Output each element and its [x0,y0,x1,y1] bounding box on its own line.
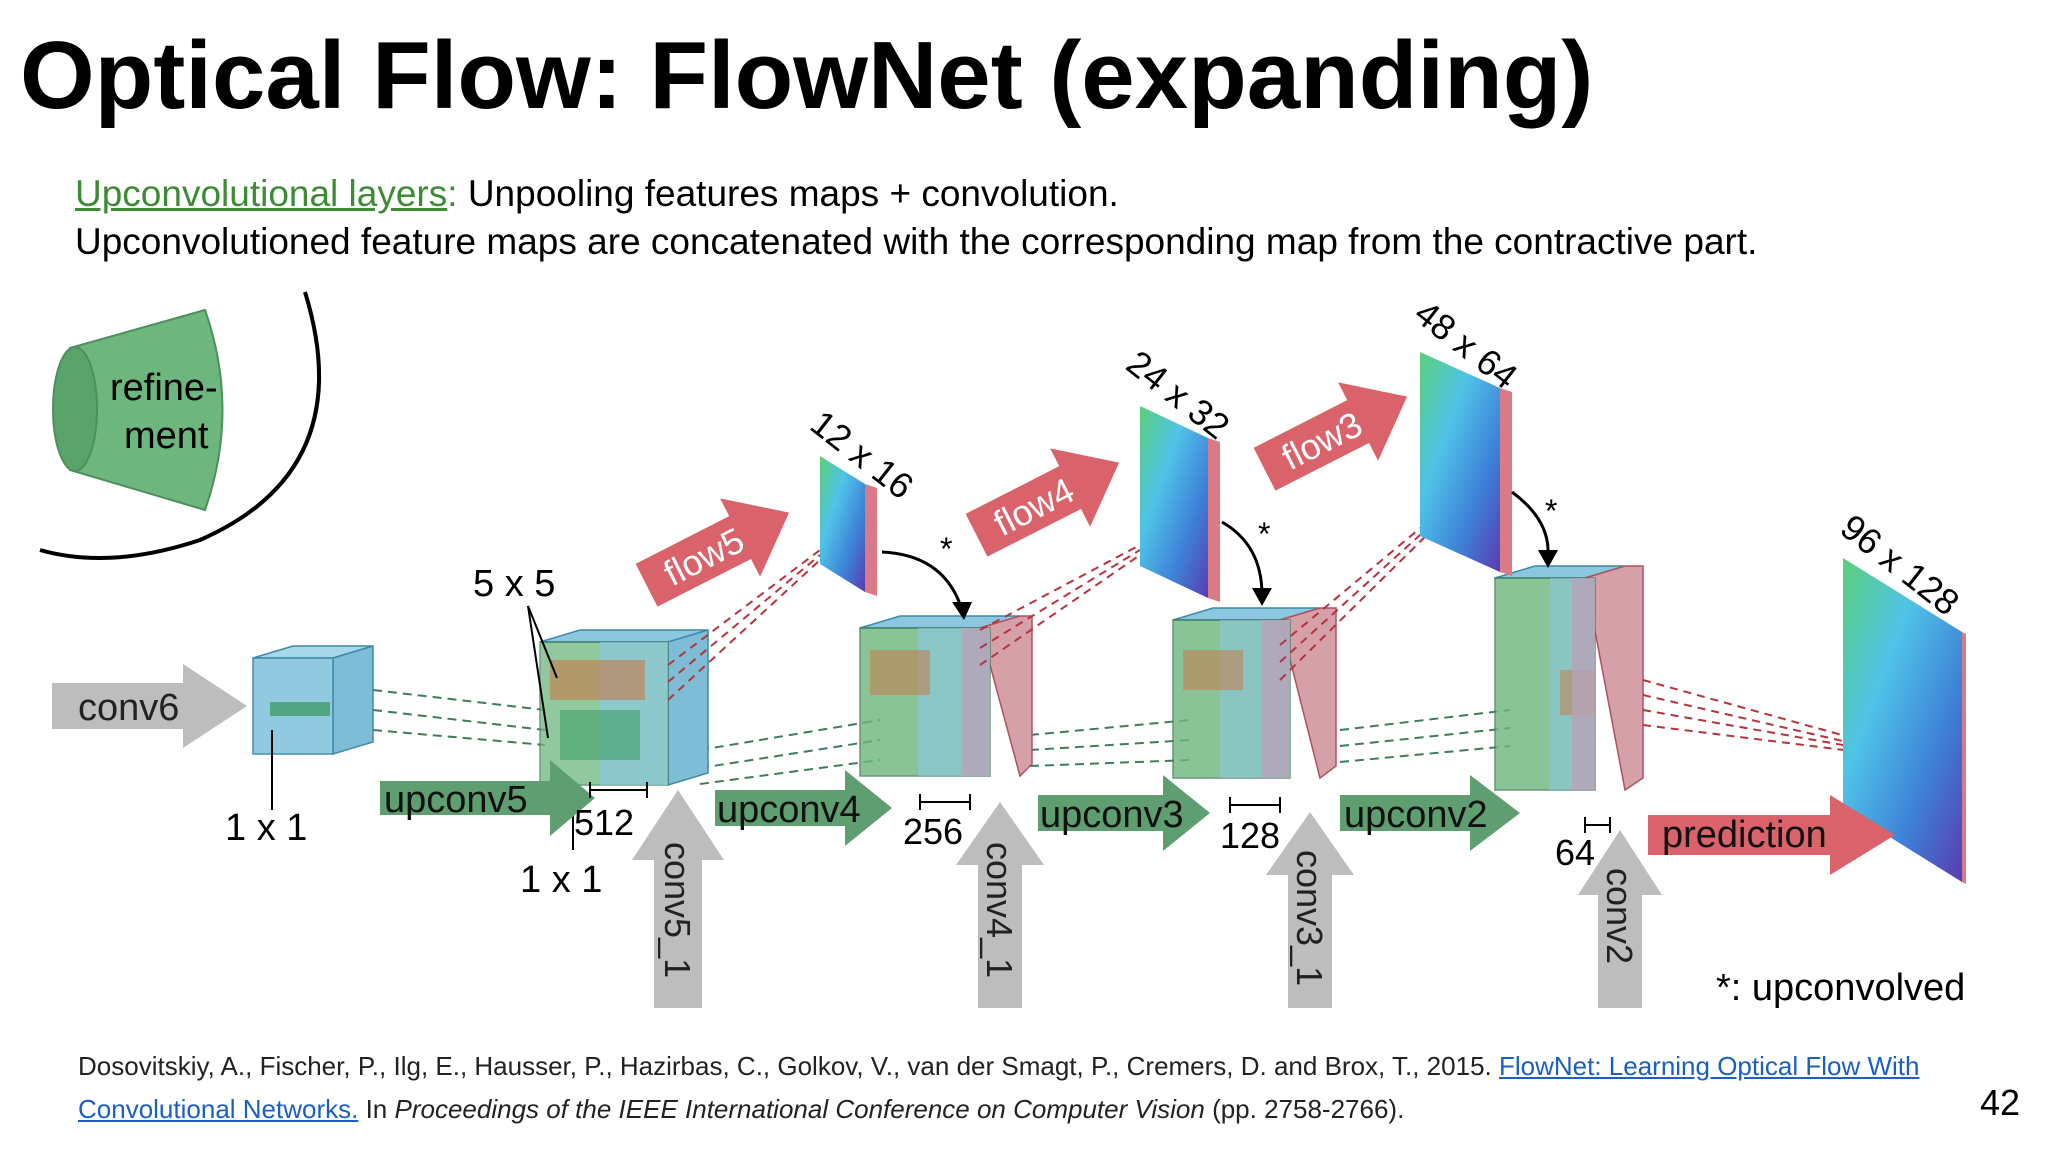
prediction-map [1843,558,1966,884]
reference-in: In [358,1094,395,1124]
conv6-arrow: conv6 [52,664,247,748]
conv3_1-label: conv3_1 [1289,850,1330,986]
conv2-skip-arrow: conv2 [1578,830,1662,1008]
prediction-arrow: prediction [1648,795,1895,875]
description: Upconvolutional layers: Unpooling featur… [75,170,1757,266]
flownet-diagram: refine- ment conv6 1 x 1 [39,291,1967,1009]
channel-label-512: 512 [574,802,634,843]
conv6-label: conv6 [78,687,179,729]
upconv4-label: upconv4 [717,789,861,831]
block-upconv4 [859,615,1033,778]
description-line-1-text: Unpooling features maps + convolution. [457,173,1119,214]
prediction-label: prediction [1662,814,1827,856]
upconvolved-legend: *: upconvolved [1716,967,1965,1009]
upconv3-label: upconv3 [1040,794,1184,836]
reference-authors: Dosovitskiy, A., Fischer, P., Ilg, E., H… [78,1051,1499,1081]
paper-link[interactable]: FlowNet: Learning Optical Flow With Conv… [78,1051,1920,1124]
upconv-marker-3: * [1545,493,1557,529]
flow4-map [1140,406,1220,602]
upconv-marker-2: * [1258,516,1270,552]
block-upconv3 [1172,607,1337,780]
red-dashed-connectors [667,509,1861,753]
flow3-map [1420,352,1512,576]
channel-label-64: 64 [1555,832,1595,873]
reference-venue: Proceedings of the IEEE International Co… [394,1094,1205,1124]
refinement-label-1: refine- [110,367,218,409]
curved-arrow-heads [952,550,1558,620]
block-upconv5 [539,628,709,787]
description-line-1: Upconvolutional layers: Unpooling featur… [75,170,1757,218]
kernel-1x1-label-a: 1 x 1 [225,807,307,849]
page-number: 42 [1979,1082,2020,1123]
conv3_1-skip-arrow: conv3_1 [1266,812,1354,1008]
channel-label-256: 256 [903,811,963,852]
upconv3-arrow: upconv3 [1038,775,1210,851]
flow5-map [820,456,877,596]
conv4_1-skip-arrow: conv4_1 [956,802,1044,1008]
conv5_1-skip-arrow: conv5_1 [632,790,724,1008]
reference: Dosovitskiy, A., Fischer, P., Ilg, E., H… [78,1045,1938,1131]
upconv-layers-keyword[interactable]: Upconvolutional layers [75,173,448,214]
green-dashed-connectors [372,689,1511,785]
upconv5-label: upconv5 [384,779,528,821]
conv4_1-label: conv4_1 [979,842,1020,978]
kernel-5x5-label: 5 x 5 [473,563,555,605]
upconv2-arrow: upconv2 [1340,775,1520,851]
block-upconv2 [1494,565,1644,792]
slide-title: Optical Flow: FlowNet (expanding) [20,22,1594,129]
flow4-arrow: flow4 [965,448,1120,557]
reference-pages: (pp. 2758-2766). [1204,1094,1405,1124]
channel-ticks [589,782,1611,833]
conv2-label: conv2 [1599,868,1640,964]
upconv5-arrow: upconv5 [380,760,595,836]
keyword-colon: : [447,173,458,214]
upconv-marker-1: * [940,531,952,567]
upconvolved-curved-arrows [881,490,1550,611]
upconv2-label: upconv2 [1344,794,1488,836]
input-cube [252,644,374,810]
channel-label-128: 128 [1220,815,1280,856]
refinement-arc [39,291,322,560]
conv5_1-label: conv5_1 [657,842,698,978]
kernel-1x1-label-b: 1 x 1 [520,859,602,901]
refinement-label-2: ment [124,415,209,457]
flow5-arrow: flow5 [635,498,790,607]
description-line-2: Upconvolutioned feature maps are concate… [75,221,1758,262]
upconv4-arrow: upconv4 [715,770,892,846]
refinement-icon: refine- ment [52,308,224,512]
flow3-arrow: flow3 [1253,382,1408,491]
